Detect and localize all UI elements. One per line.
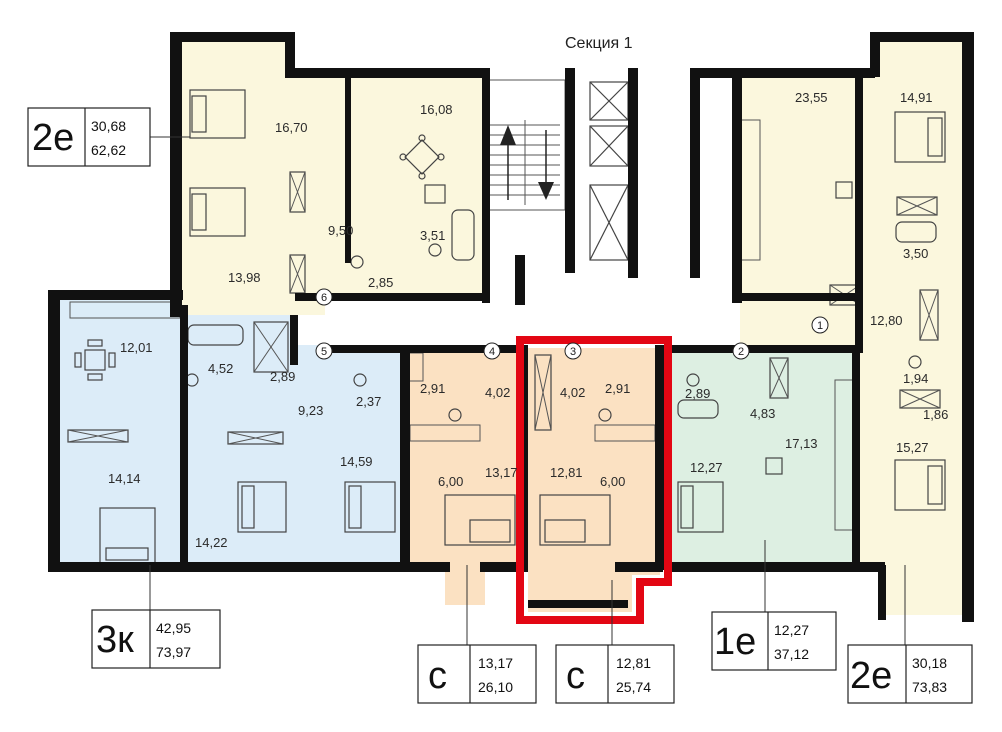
room-label: 9,50: [328, 223, 353, 238]
room-label: 12,01: [120, 340, 153, 355]
room-label: 16,08: [420, 102, 453, 117]
apartment-c4-area[interactable]: [410, 350, 522, 605]
stair-treads: [490, 120, 560, 205]
apartment-fills: [58, 42, 965, 615]
total-area: 26,10: [478, 679, 513, 695]
room-label: 9,23: [298, 403, 323, 418]
room-label: 14,22: [195, 535, 228, 550]
room-label: 17,13: [785, 436, 818, 451]
marker-3: 3: [570, 346, 576, 358]
stair-down-arrow-icon: [538, 182, 554, 200]
room-label: 6,00: [438, 474, 463, 489]
room-label: 14,91: [900, 90, 933, 105]
room-label: 12,27: [690, 460, 723, 475]
marker-2: 2: [738, 346, 744, 358]
apartment-code: 2е: [850, 655, 892, 697]
apartment-label-2e-left[interactable]: 2е 30,68 62,62: [27, 107, 151, 167]
room-label: 2,89: [270, 369, 295, 384]
living-area: 12,81: [616, 655, 651, 671]
walls: [48, 32, 974, 622]
apartment-3k-area[interactable]: [58, 300, 405, 568]
room-label: 14,14: [108, 471, 141, 486]
apartment-label-c4[interactable]: с 13,17 26,10: [417, 644, 537, 704]
room-label: 4,83: [750, 406, 775, 421]
apartment-label-2e-right[interactable]: 2е 30,18 73,83: [847, 644, 973, 704]
living-area: 30,18: [912, 655, 947, 671]
apartment-code: с: [566, 655, 585, 697]
marker-1: 1: [817, 320, 823, 332]
total-area: 25,74: [616, 679, 651, 695]
room-label: 2,91: [420, 381, 445, 396]
room-labels: 16,70 16,08 9,50 3,51 13,98 2,85 23,55 1…: [108, 90, 948, 550]
marker-5: 5: [321, 346, 327, 358]
room-label: 6,00: [600, 474, 625, 489]
total-area: 62,62: [91, 142, 126, 158]
room-label: 2,89: [685, 386, 710, 401]
room-label: 16,70: [275, 120, 308, 135]
room-label: 3,51: [420, 228, 445, 243]
entrance-markers: 6 5 4 3 2 1: [315, 288, 829, 360]
apartment-2e-left-area[interactable]: [180, 42, 485, 315]
living-area: 42,95: [156, 620, 191, 636]
apartment-label-3k[interactable]: 3к 42,95 73,97: [91, 609, 221, 669]
apartment-label-1e[interactable]: 1е 12,27 37,12: [711, 611, 837, 671]
living-area: 30,68: [91, 118, 126, 134]
apartment-2e-right-area[interactable]: [740, 42, 965, 615]
room-label: 15,27: [896, 440, 929, 455]
room-label: 12,80: [870, 313, 903, 328]
apartment-c3-area[interactable]: [528, 348, 660, 612]
apartment-1e-area[interactable]: [665, 350, 855, 565]
room-label: 3,50: [903, 246, 928, 261]
room-label: 2,91: [605, 381, 630, 396]
living-area: 12,27: [774, 622, 809, 638]
selected-apartment-outline: [516, 336, 672, 624]
total-area: 73,97: [156, 644, 191, 660]
living-area: 13,17: [478, 655, 513, 671]
room-label: 1,94: [903, 371, 928, 386]
room-label: 13,98: [228, 270, 261, 285]
apartment-code: с: [428, 655, 447, 697]
section-title: Секция 1: [565, 35, 633, 52]
stair-up-arrow-icon: [500, 125, 516, 145]
dining-table-icon: [399, 134, 445, 180]
room-label: 14,59: [340, 454, 373, 469]
leader-lines: [149, 136, 906, 645]
room-label: 4,52: [208, 361, 233, 376]
apartment-code: 2е: [32, 117, 74, 159]
apartment-label-c3[interactable]: с 12,81 25,74: [555, 644, 675, 704]
room-label: 12,81: [550, 465, 583, 480]
marker-4: 4: [489, 346, 495, 358]
total-area: 37,12: [774, 646, 809, 662]
apartment-code: 1е: [714, 621, 756, 663]
room-label: 2,85: [368, 275, 393, 290]
room-label: 2,37: [356, 394, 381, 409]
room-label: 1,86: [923, 407, 948, 422]
room-label: 4,02: [560, 385, 585, 400]
apartment-code: 3к: [96, 619, 134, 661]
marker-6: 6: [321, 292, 327, 304]
room-label: 23,55: [795, 90, 828, 105]
room-label: 4,02: [485, 385, 510, 400]
total-area: 73,83: [912, 679, 947, 695]
room-label: 13,17: [485, 465, 518, 480]
